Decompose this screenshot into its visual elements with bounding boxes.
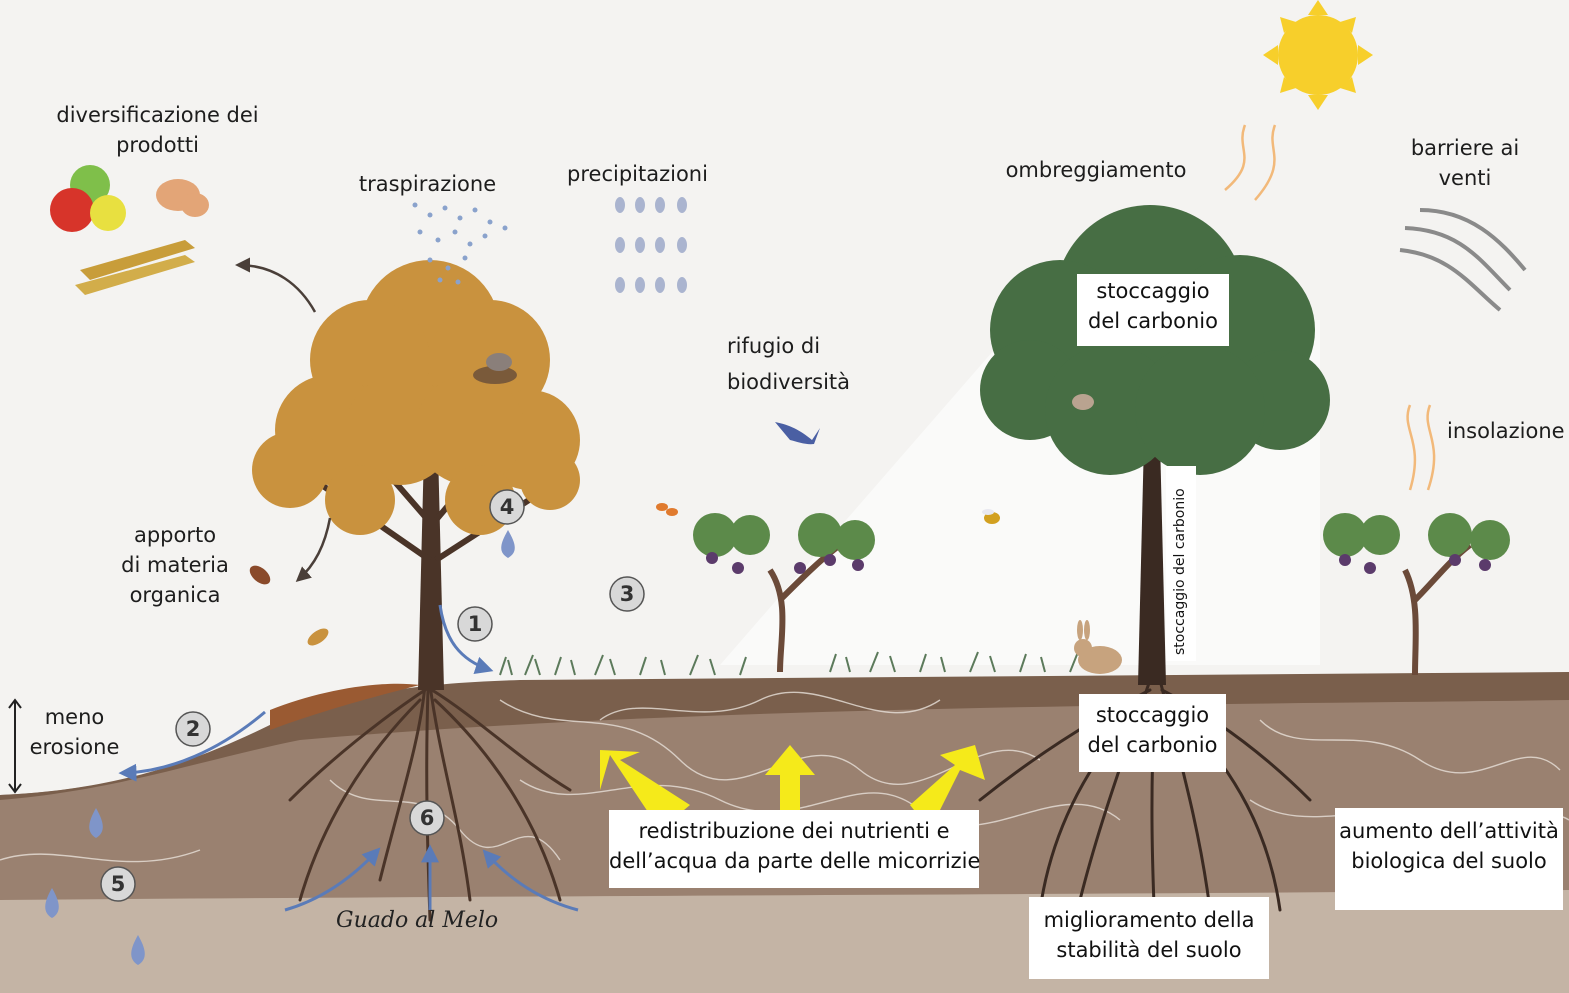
marker-1: 1 [467,612,483,636]
label-carbon-storage-trunk: stoccaggio del carbonio [1172,488,1188,655]
grass-strip [499,651,1079,676]
label-organic-line3: organica [129,583,221,607]
label-diversification-line1: diversificazione dei [56,103,259,127]
box-carbon-storage-roots: stoccaggio del carbonio [1079,694,1226,772]
label-erosion-line2: erosione [29,735,120,759]
vine-middle [693,513,875,673]
box-nutrient-line2: dell’acqua da parte delle micorrizie [609,849,981,873]
swallow-icon [775,422,820,445]
box-carbon-roots-line1: stoccaggio [1095,703,1210,727]
box-soil-stability-line1: miglioramento della [1043,908,1255,932]
bee-icon [982,509,1000,524]
marker-3: 3 [619,582,635,606]
label-transpiration: traspirazione [358,172,497,196]
runoff-arrow [438,604,494,674]
uptake-arrow-1 [284,847,381,912]
label-organic-matter: apporto di materia organica [115,520,235,610]
deep-soil-band [0,890,1569,993]
label-organic-line2: di materia [121,553,229,577]
water-drops [45,530,515,965]
label-organic-line1: apporto [133,523,217,547]
product-arrow [235,257,317,313]
label-biodiversity-refuge: rifugio di biodiversità [727,328,850,400]
label-diversification-line2: prodotti [116,133,199,157]
sun-icon [1263,0,1373,110]
signature-watermark: Guado al Melo [336,908,499,933]
label-wind-barriers-line2: venti [1438,166,1492,190]
label-wind-barriers: barriere ai venti [1405,133,1525,193]
erosion-arrow [118,710,266,782]
box-soil-stability: miglioramento della stabilità del suolo [1029,897,1269,979]
sun-rays-icon [1224,124,1436,491]
marker-6: 6 [419,806,435,830]
label-insolation: insolazione [1447,419,1565,443]
oak-tree [980,205,1330,685]
butterfly-icon [656,503,678,516]
box-carbon-storage-canopy: stoccaggio del carbonio [1077,274,1229,346]
products-icon [50,165,209,295]
vine-right [1323,513,1510,676]
marker-circles [100,489,645,902]
box-soil-activity-line1: aumento dell’attività [1339,819,1559,843]
uptake-arrow-3 [482,849,579,912]
box-carbon-storage-trunk [1166,466,1196,661]
label-biodiversity-line1: rifugio di [727,334,821,358]
organic-matter-arrow [295,517,332,582]
label-erosion-line1: meno [44,705,105,729]
marker-5: 5 [110,872,126,896]
box-nutrient-redistribution: redistribuzione dei nutrienti e dell’acq… [609,810,981,888]
falling-leaves [249,565,329,646]
box-soil-activity-line2: biologica del suolo [1351,849,1547,873]
box-carbon-canopy-line1: stoccaggio [1096,279,1210,303]
label-less-erosion: meno erosione [22,702,127,762]
box-soil-stability-line2: stabilità del suolo [1056,938,1242,962]
label-shading: ombreggiamento [1005,158,1187,182]
marker-2: 2 [185,717,201,741]
wind-icon [1399,208,1527,312]
box-soil-activity: aumento dell’attività biologica del suol… [1335,808,1563,910]
box-carbon-roots-line2: del carbonio [1087,733,1218,757]
box-nutrient-line1: redistribuzione dei nutrienti e [638,819,950,843]
label-wind-barriers-line1: barriere ai [1410,136,1520,160]
erosion-depth-arrow [8,698,22,794]
marker-4: 4 [499,495,515,519]
mycorrhiza-network [0,691,1569,863]
transpiration-mist [412,202,508,285]
autumn-tree [252,260,580,730]
label-precipitation: precipitazioni [567,162,708,186]
box-carbon-canopy-line2: del carbonio [1088,309,1218,333]
label-biodiversity-line2: biodiversità [727,370,851,394]
label-diversification: diversificazione dei prodotti [50,100,265,160]
precipitation-drops [615,197,687,293]
rabbit-icon [1074,620,1122,674]
